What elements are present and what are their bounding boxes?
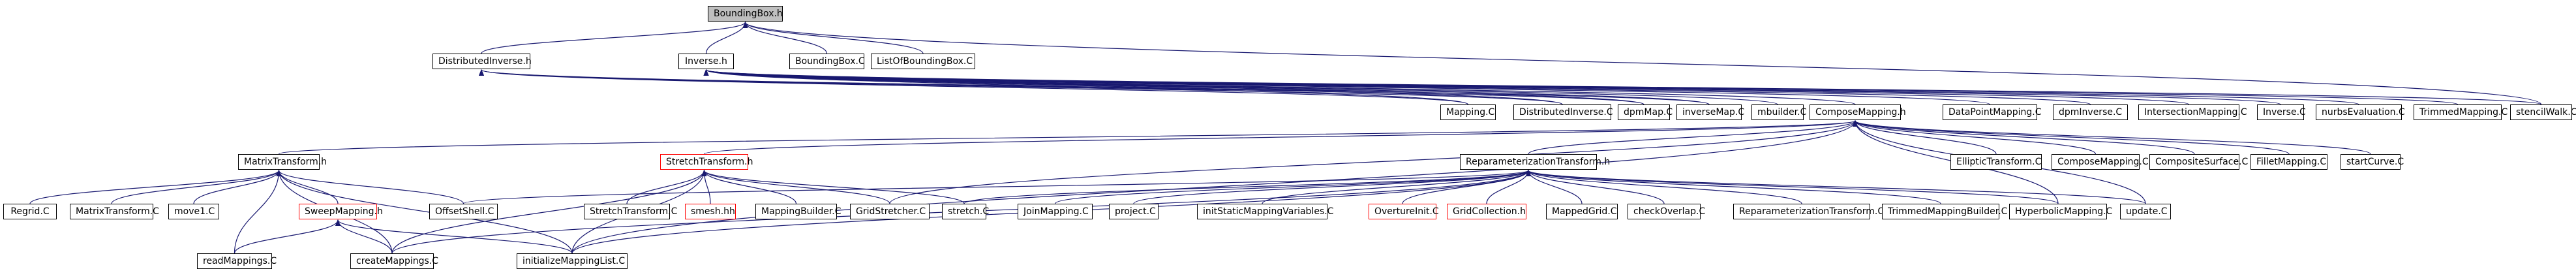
edge-OffsetShell_C-to-ReparameterizationTransform_h [462, 170, 1531, 204]
node-reparameterizationtransform-h[interactable]: ReparameterizationTransform.h [1460, 154, 1610, 170]
edge-ReparameterizationTransform_C-to-ReparameterizationTransform_h [1526, 170, 1802, 204]
node-reparameterizationtransform-c[interactable]: ReparameterizationTransform.C [1733, 204, 1884, 219]
edge-MappingBuilder_C-to-StretchTransform_h [701, 170, 797, 204]
edge-nurbsEvaluation_C-to-Inverse_h [704, 69, 2359, 105]
edge-GridStretcher_C-to-StretchTransform_h [701, 170, 890, 204]
node-mappedgrid-c[interactable]: MappedGrid.C [1546, 204, 1618, 219]
node-stencilwalk-c[interactable]: stencilWalk.C [2510, 104, 2576, 120]
edge-TrimmedMappingBuilder_C-to-ReparameterizationTransform_h [1526, 170, 1941, 204]
node-initializemappinglist-c[interactable]: initializeMappingList.C [517, 253, 628, 269]
edge-BoundingBox_C-to-BoundingBox_h [742, 22, 828, 54]
edge-stencilWalk_C-to-BoundingBox_h [742, 22, 2542, 105]
node-mbuilder-c[interactable]: mbuilder.C [1751, 104, 1806, 120]
edge-initializeMappingList_C-to-MatrixTransform_h [276, 170, 573, 254]
node-distributedinverse-h[interactable]: DistributedInverse.h [432, 54, 532, 69]
edge-checkOverlap_C-to-ReparameterizationTransform_h [1526, 170, 1665, 204]
edge-DataPointMapping_C-to-Inverse_h [704, 69, 1991, 105]
edge-initializeMappingList_C-to-SweepMapping_h [335, 219, 573, 254]
edge-OffsetShell_C-to-MatrixTransform_h [276, 170, 464, 204]
edge-stretch_C-to-StretchTransform_h [701, 170, 965, 204]
node-datapointmapping-c[interactable]: DataPointMapping.C [1943, 104, 2042, 120]
edge-Mapping_C-to-DistributedInverse_h [479, 69, 1469, 105]
node-gridcollection-h[interactable]: GridCollection.h [1447, 204, 1526, 219]
node-matrixtransform-h[interactable]: MatrixTransform.h [238, 154, 327, 170]
node-composemapping-h[interactable]: ComposeMapping.h [1810, 104, 1906, 120]
node-createmappings-c[interactable]: createMappings.C [350, 253, 438, 269]
edge-DistributedInverse_h-to-BoundingBox_h [481, 22, 748, 54]
edge-EllipticTransform_C-to-ComposeMapping_h [1853, 120, 1997, 155]
node-stretch-c[interactable]: stretch.C [942, 204, 989, 219]
edge-update_C-to-ReparameterizationTransform_h [1526, 170, 2146, 204]
edge-stencilWalk_C-to-Inverse_h [704, 69, 2542, 105]
edge-MatrixTransform_h-to-ComposeMapping_h [278, 120, 1858, 155]
node-intersectionmapping-c[interactable]: IntersectionMapping.C [2138, 104, 2247, 120]
node-joinmapping-c[interactable]: JoinMapping.C [1018, 204, 1093, 219]
edge-StretchTransform_h-to-ComposeMapping_h [703, 120, 1858, 155]
edge-Regrid_C-to-MatrixTransform_h [29, 170, 282, 204]
node-inverse-h[interactable]: Inverse.h [678, 54, 734, 69]
node-smesh-hh[interactable]: smesh.hh [685, 204, 736, 219]
edge-move1_C-to-MatrixTransform_h [193, 170, 282, 204]
node-listofboundingbox-c[interactable]: ListOfBoundingBox.C [871, 54, 975, 69]
edge-readMappings_C-to-SweepMapping_h [234, 219, 341, 254]
node-hyperbolicmapping-c[interactable]: HyperbolicMapping.C [2009, 204, 2112, 219]
edge-HyperbolicMapping_C-to-ReparameterizationTransform_h [1526, 170, 2059, 204]
node-initstaticmappingvariables-c[interactable]: initStaticMappingVariables.C [1197, 204, 1333, 219]
edge-ComposeMapping_C-to-ComposeMapping_h [1853, 120, 2097, 155]
edge-project_C-to-ReparameterizationTransform_h [1133, 170, 1531, 204]
node-move1-c[interactable]: move1.C [168, 204, 219, 219]
node-trimmedmappingbuilder-c[interactable]: TrimmedMappingBuilder.C [1882, 204, 2007, 219]
edge-GridStretcher_C-to-ComposeMapping_h [889, 120, 1858, 204]
edge-ReparameterizationTransform_h-to-ComposeMapping_h [1528, 120, 1858, 155]
node-stretchtransform-h[interactable]: StretchTransform.h [660, 154, 753, 170]
edge-CompositeSurface_C-to-ComposeMapping_h [1853, 120, 2195, 155]
node-sweepmapping-h[interactable]: SweepMapping.h [299, 204, 383, 219]
edge-JoinMapping_C-to-ReparameterizationTransform_h [1054, 170, 1531, 204]
node-inversemap-c[interactable]: inverseMap.C [1676, 104, 1744, 120]
node-trimmedmapping-c[interactable]: TrimmedMapping.C [2414, 104, 2508, 120]
edge-MatrixTransform_C-to-MatrixTransform_h [111, 170, 282, 204]
edge-stretch_C-to-ReparameterizationTransform_h [963, 170, 1531, 204]
edge-readMappings_C-to-MatrixTransform_h [234, 170, 282, 254]
node-dpminverse-c[interactable]: dpmInverse.C [2053, 104, 2128, 120]
node-mapping-c[interactable]: Mapping.C [1440, 104, 1496, 120]
node-mappingbuilder-c[interactable]: MappingBuilder.C [755, 204, 841, 219]
edge-dpmInverse_C-to-Inverse_h [704, 69, 2091, 105]
node-dpmmap-c[interactable]: dpmMap.C [1618, 104, 1673, 120]
edge-Inverse_h-to-BoundingBox_h [705, 22, 748, 54]
node-project-c[interactable]: project.C [1109, 204, 1159, 219]
node-elliptictransform-c[interactable]: EllipticTransform.C [1950, 154, 2042, 170]
edge-FilletMapping_C-to-ComposeMapping_h [1853, 120, 2290, 155]
node-matrixtransform-c[interactable]: MatrixTransform.C [70, 204, 159, 219]
node-boundingbox-h[interactable]: BoundingBox.h [708, 6, 783, 22]
edge-createMappings_C-to-StretchTransform_h [391, 170, 707, 254]
node-offsetshell-c[interactable]: OffsetShell.C [429, 204, 498, 219]
node-readmappings-c[interactable]: readMappings.C [197, 253, 277, 269]
node-stretchtransform-c[interactable]: StretchTransform.C [584, 204, 677, 219]
node-filletmapping-c[interactable]: FilletMapping.C [2250, 154, 2327, 170]
edge-StretchTransform_C-to-StretchTransform_h [626, 170, 707, 204]
node-compositesurface-c[interactable]: CompositeSurface.C [2149, 154, 2248, 170]
node-nurbsevaluation-c[interactable]: nurbsEvaluation.C [2316, 104, 2405, 120]
edge-startCurve_C-to-ComposeMapping_h [1853, 120, 2371, 155]
node-regrid-c[interactable]: Regrid.C [3, 204, 57, 219]
node-overtureinit-c[interactable]: OvertureInit.C [1369, 204, 1439, 219]
edge-smesh_hh-to-StretchTransform_h [701, 170, 711, 204]
node-inverse-c[interactable]: Inverse.C [2257, 104, 2306, 120]
node-gridstretcher-c[interactable]: GridStretcher.C [850, 204, 930, 219]
node-boundingbox-c[interactable]: BoundingBox.C [789, 54, 865, 69]
node-distributedinverse-c[interactable]: DistributedInverse.C [1513, 104, 1613, 120]
node-startcurve-c[interactable]: startCurve.C [2341, 154, 2404, 170]
node-checkoverlap-c[interactable]: checkOverlap.C [1628, 204, 1705, 219]
edge-Mapping_C-to-Inverse_h [703, 69, 1469, 105]
edge-IntersectionMapping_C-to-Inverse_h [704, 69, 2190, 105]
node-composemapping-c[interactable]: ComposeMapping.C [2052, 154, 2149, 170]
node-update-c[interactable]: update.C [2120, 204, 2171, 219]
edge-ListOfBoundingBox_C-to-BoundingBox_h [742, 22, 924, 54]
edge-OvertureInit_C-to-ReparameterizationTransform_h [1402, 170, 1531, 204]
edge-initializeMappingList_C-to-ComposeMapping_h [571, 120, 1858, 254]
edge-Inverse_C-to-Inverse_h [704, 69, 2281, 105]
